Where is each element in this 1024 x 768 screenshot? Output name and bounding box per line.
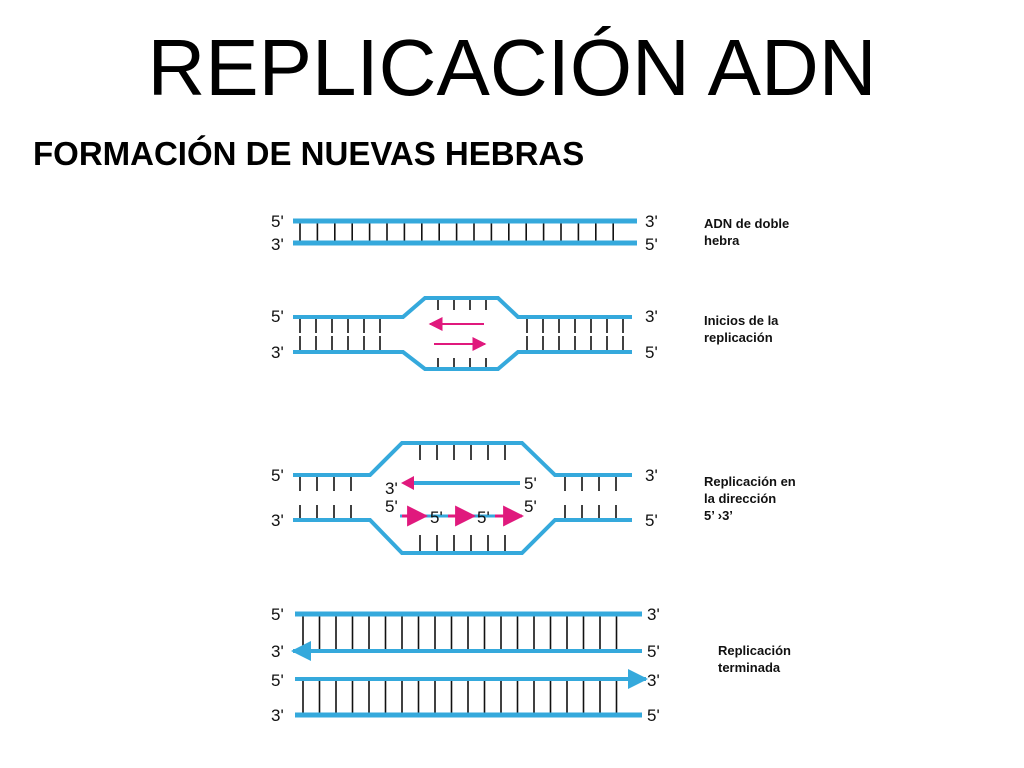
stage3-label-top-right: 3' <box>645 466 658 485</box>
stage4-label-2-right: 5' <box>647 642 660 661</box>
stage3-label-bottom-left: 3' <box>271 511 284 530</box>
stage3-label-bottom-right: 5' <box>645 511 658 530</box>
stage3-inner-upper-left: 3' <box>385 479 398 498</box>
stage2-label-top-right: 3' <box>645 307 658 326</box>
stage3-inner-lower-left: 5' <box>385 497 398 516</box>
stage2-top-strand <box>293 296 632 319</box>
stage4-caption-line2: terminada <box>718 660 781 675</box>
stage2-base-pairs <box>299 300 624 367</box>
stage3-inner-upper-right: 5' <box>524 474 537 493</box>
stage3-inner-lower-mid1: 5' <box>430 508 443 527</box>
stage2-caption: Inicios de la replicación <box>704 313 782 345</box>
stage2-label-bottom-right: 5' <box>645 343 658 362</box>
stage4-caption-line1: Replicación <box>718 643 791 658</box>
stage4-label-2-left: 3' <box>271 642 284 661</box>
stage3-label-top-left: 5' <box>271 466 284 485</box>
stage3-caption: Replicación en la dirección 5’ ›3’ <box>704 474 799 523</box>
stage2-label-bottom-left: 3' <box>271 343 284 362</box>
stage4-label-1-right: 3' <box>647 605 660 624</box>
stage2-bottom-strand <box>293 350 632 371</box>
stage3-inner-lower-mid2: 5' <box>477 508 490 527</box>
stage4-label-3-left: 5' <box>271 671 284 690</box>
stage1-base-pairs <box>299 221 615 243</box>
stage4-label-1-left: 5' <box>271 605 284 624</box>
stage3-inner-lower-right: 5' <box>524 497 537 516</box>
slide-subtitle: FORMACIÓN DE NUEVAS HEBRAS <box>33 135 585 172</box>
stage3-bottom-strand <box>293 518 632 555</box>
stage4-label-4-right: 5' <box>647 706 660 725</box>
stage4-base-pairs <box>302 616 618 713</box>
stage4-label-3-right: 3' <box>647 671 660 690</box>
stage3-top-strand <box>293 441 632 477</box>
stage-double-strand: 5' 3' 3' 5' ADN de doble hebra <box>271 212 793 254</box>
stage2-caption-line2: replicación <box>704 330 773 345</box>
stage3-caption-line3: 5’ ›3’ <box>704 508 733 523</box>
stage1-caption-line1: ADN de doble <box>704 216 789 231</box>
stage4-caption: Replicación terminada <box>718 643 795 675</box>
stage-finished: 5' 3' 5' 3' 3' 5' 3' 5' Replicación term… <box>271 605 795 725</box>
stage-initiation: 5' 3' 3' 5' Inicios de la replicación <box>271 296 782 371</box>
stage3-caption-line2: la dirección <box>704 491 776 506</box>
stage2-caption-line1: Inicios de la <box>704 313 779 328</box>
stage3-base-pairs <box>299 445 617 551</box>
stage1-label-top-right: 3' <box>645 212 658 231</box>
stage1-caption: ADN de doble hebra <box>704 216 793 248</box>
stage2-label-top-left: 5' <box>271 307 284 326</box>
stage1-label-top-left: 5' <box>271 212 284 231</box>
stage-direction: 3' 5' 5' 5' 5' 5' 5' 3' 3' 5' Replicació… <box>271 441 799 555</box>
stage3-upper-arrowhead <box>401 476 414 490</box>
stage4-label-4-left: 3' <box>271 706 284 725</box>
stage1-caption-line2: hebra <box>704 233 740 248</box>
slide-title: REPLICACIÓN ADN <box>147 23 877 112</box>
stage3-caption-line1: Replicación en <box>704 474 796 489</box>
stage1-label-bottom-left: 3' <box>271 235 284 254</box>
stage1-label-bottom-right: 5' <box>645 235 658 254</box>
